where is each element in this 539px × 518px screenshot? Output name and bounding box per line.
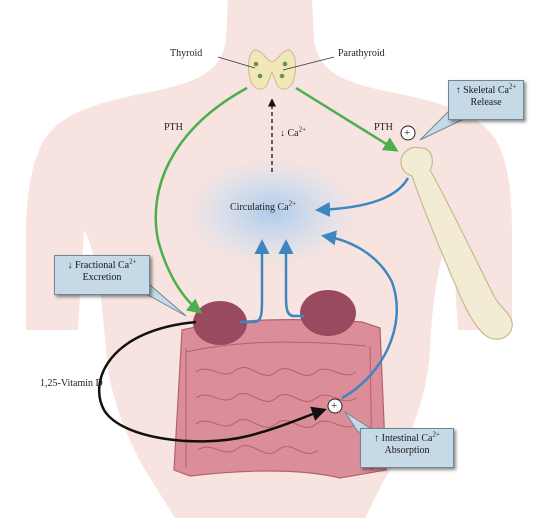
vitamin-d-text: 1,25-Vitamin D: [40, 378, 103, 389]
left-kidney: [193, 301, 247, 345]
vitamin-d-label: 1,25-Vitamin D: [40, 378, 103, 390]
intestinal-absorption-charge: 2+: [432, 430, 440, 439]
right-kidney-to-blood-arrow: [278, 239, 304, 318]
circulating-ca-text: Circulating Ca: [230, 202, 289, 213]
fractional-excretion-callout: ↓ Fractional Ca2+ Excretion: [54, 255, 150, 295]
parathyroid-label: Parathyroid: [338, 48, 385, 60]
decreased-ca-text: ↓ Ca: [280, 128, 299, 139]
decreased-ca-label: ↓ Ca2+: [280, 125, 307, 140]
skeletal-release-line2: Release: [470, 97, 502, 108]
skeletal-release-line1: ↑ Skeletal Ca2+: [455, 82, 517, 96]
plus-sign-intestine: [327, 398, 343, 414]
intestinal-absorption-line1: ↑ Intestinal Ca2+: [374, 430, 440, 444]
decreased-ca-charge: 2+: [298, 125, 307, 134]
parathyroid-leader-line: [282, 56, 335, 71]
circulating-ca-label: Circulating Ca2+: [230, 199, 297, 214]
thyroid-label: Thyroid: [170, 48, 202, 60]
plus-sign-bone: [400, 125, 416, 141]
thyroid-label-text: Thyroid: [170, 48, 203, 59]
pth-left-label: PTH: [164, 122, 183, 134]
pth-arrow-left: [154, 86, 248, 314]
fractional-excretion-line2: Excretion: [82, 272, 122, 283]
plus-sign-bone-label: +: [404, 127, 410, 139]
plus-sign-bone-text: +: [404, 127, 411, 139]
intestinal-absorption-line2: Absorption: [384, 445, 430, 456]
plus-sign-intestine-label: +: [331, 400, 337, 412]
pth-arrow-right: [295, 86, 399, 152]
left-kidney-to-blood-arrow: [240, 239, 270, 324]
pth-right-label: PTH: [374, 122, 393, 134]
right-kidney: [300, 290, 356, 336]
intestine-illustration: [173, 319, 387, 479]
parathyroid-label-text: Parathyroid: [338, 48, 385, 59]
fractional-excretion-charge: 2+: [129, 257, 137, 266]
bone-illustration: [400, 146, 513, 340]
pth-right-label-text: PTH: [374, 122, 393, 133]
plus-sign-intestine-text: +: [331, 400, 338, 412]
intestinal-absorption-callout: ↑ Intestinal Ca2+ Absorption: [360, 428, 454, 468]
vitamin-d-arrow: [97, 320, 327, 443]
skeletal-release-charge: 2+: [508, 82, 517, 91]
fractional-excretion-line1: ↓ Fractional Ca2+: [67, 257, 137, 271]
thyroid-leader-line: [217, 56, 256, 69]
circulating-ca-charge: 2+: [288, 199, 297, 208]
skeletal-release-callout: ↑ Skeletal Ca2+ Release: [448, 80, 524, 120]
pth-left-label-text: PTH: [164, 122, 183, 133]
bone-to-blood-arrow: [315, 177, 410, 218]
intestine-to-blood-arrow: [321, 230, 398, 400]
thyroid-gland: [247, 49, 297, 90]
